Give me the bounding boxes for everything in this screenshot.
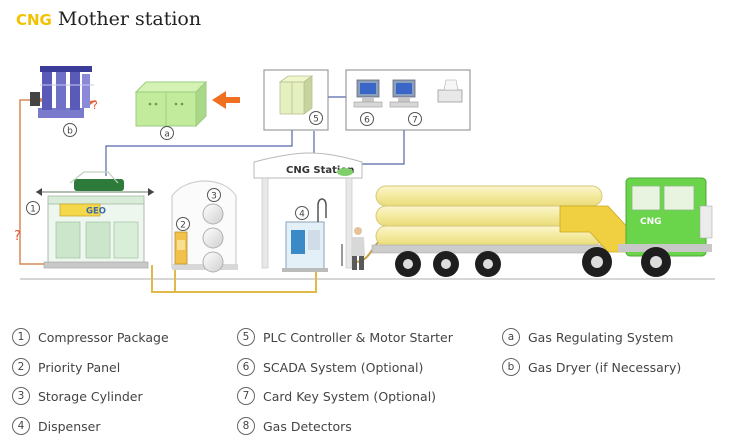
marker-2-label: 2 [180,221,186,231]
legend-marker: b [502,358,520,376]
marker-b-label: b [67,127,73,137]
legend-marker: 8 [237,417,255,435]
marker-3-label: 3 [211,192,217,202]
legend-marker: 1 [12,328,30,346]
marker-2: 2 [176,217,190,231]
printer [437,79,463,103]
legend-label: Compressor Package [38,329,169,345]
legend-label: Priority Panel [38,359,121,375]
truck-label: CNG [640,217,662,227]
legend-item: a Gas Regulating System [502,327,673,347]
marker-3: 3 [207,188,221,202]
dispenser-station: CNG Station [253,152,363,272]
marker-5-label: 5 [313,115,319,125]
marker-1-label: 1 [30,205,36,215]
marker-6-label: 6 [364,116,370,126]
marker-4: 4 [295,206,309,220]
gas-inlet-arrow [212,91,240,109]
marker-7-label: 7 [412,116,418,126]
legend-label: Storage Cylinder [38,388,143,404]
gas-regulating-system [134,80,208,128]
marker-6: 6 [360,112,374,126]
legend-marker: 6 [237,358,255,376]
legend: 1 Compressor Package 2 Priority Panel 3 Sto… [0,322,736,442]
legend-item: 4 Dispenser [12,416,101,436]
marker-4-label: 4 [299,210,305,220]
gas-dryer: ? [30,66,98,118]
marker-1: 1 [26,201,40,215]
legend-marker: 3 [12,387,30,405]
legend-item: b Gas Dryer (if Necessary) [502,357,681,377]
legend-item: 5 PLC Controller & Motor Starter [237,327,453,347]
scada-computer [353,79,383,108]
card-key-computer [389,79,419,108]
storage-cylinder [171,180,238,273]
station-diagram: ? b ? a 5 [14,66,715,293]
operator-figure [351,227,365,270]
pipe-question-mark: ? [14,229,21,244]
legend-label: Gas Detectors [263,418,352,434]
legend-marker: 5 [237,328,255,346]
legend-label: Dispenser [38,418,101,434]
truck-wheels [582,247,671,277]
trailer-wheels [395,251,501,277]
marker-5: 5 [309,111,323,125]
legend-item: 8 Gas Detectors [237,416,352,436]
priority-panel [174,231,188,265]
legend-item: 3 Storage Cylinder [12,386,143,406]
legend-item: 7 Card Key System (Optional) [237,386,436,406]
title-cng: CNG [16,11,52,29]
legend-marker: a [502,328,520,346]
page-title: CNG Mother station [16,8,201,30]
marker-7: 7 [408,112,422,126]
legend-label: Gas Dryer (if Necessary) [528,359,682,375]
legend-item: 1 Compressor Package [12,327,169,347]
compressor-logo: GEO [86,207,106,217]
marker-a-label: a [164,130,170,140]
legend-label: SCADA System (Optional) [263,359,424,375]
legend-item: 2 Priority Panel [12,357,120,377]
legend-label: Card Key System (Optional) [263,388,437,404]
legend-marker: 4 [12,417,30,435]
legend-label: Gas Regulating System [528,329,674,345]
compressor-package: GEO [36,171,154,269]
truck-cab: CNG [618,177,713,257]
title-main: Mother station [57,8,202,30]
legend-marker: 2 [12,358,30,376]
marker-b: b [63,123,77,137]
svg-text:?: ? [14,229,21,244]
legend-item: 6 SCADA System (Optional) [237,357,423,377]
dryer-question-mark: ? [92,99,98,112]
plc-controller [263,69,329,131]
cylinder-trailer [371,185,631,254]
station-sign: CNG Station [286,165,354,176]
legend-label: PLC Controller & Motor Starter [263,329,453,345]
marker-a: a [160,126,174,140]
legend-marker: 7 [237,387,255,405]
